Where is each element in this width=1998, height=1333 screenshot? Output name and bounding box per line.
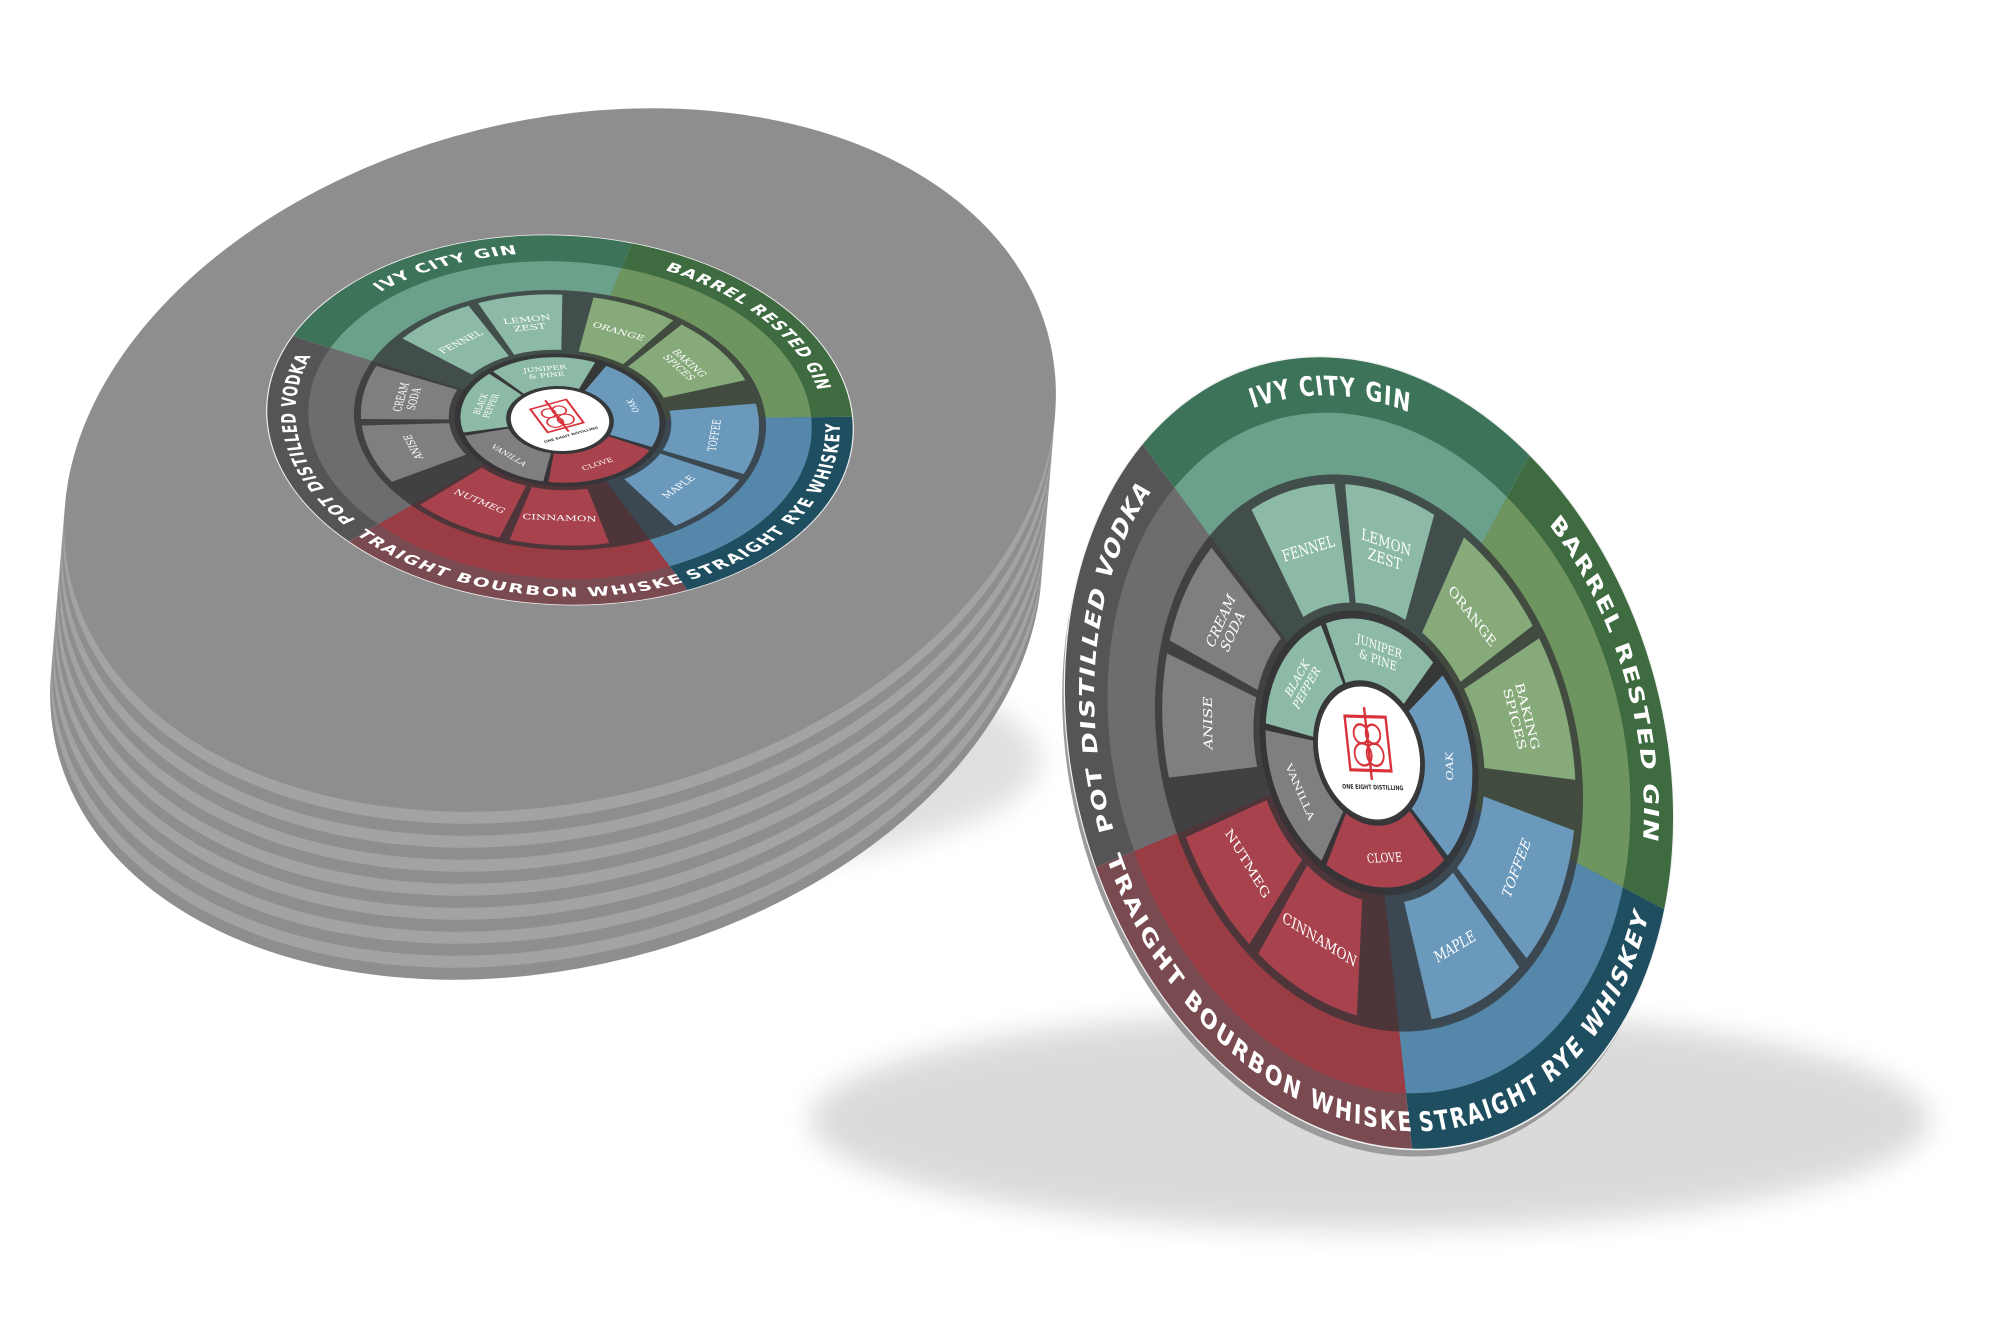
back-inner-note-wedge [492, 357, 596, 394]
front-outer-note-wedge [1403, 872, 1520, 1020]
back-outer-note-label: TOFFEE [706, 419, 725, 452]
front-outer-note-label: ANISE [1201, 695, 1216, 752]
front-outer-note-wedge [1169, 547, 1281, 691]
front-inner-note-wedge [1326, 810, 1445, 888]
back-outer-note-label: LEMONZEST [502, 313, 555, 334]
front-outer-note-wedge [1422, 537, 1533, 682]
back-inner-note-wedge [460, 373, 522, 433]
front-outer-note-wedge [1258, 865, 1363, 1016]
front-brand-logo: ONE EIGHT DISTILLING [1342, 707, 1404, 793]
front-outer-note-wedge [1185, 800, 1303, 945]
back-outer-note-label: CINNAMON [522, 513, 597, 524]
front-inner-note-wedge [1408, 675, 1473, 856]
back-outer-note-wedge [361, 423, 466, 482]
back-inner-note-wedge [585, 365, 660, 448]
back-inner-note-label: JUNIPER& PINE [521, 363, 570, 380]
front-outer-note-wedge [1345, 484, 1435, 620]
front-inner-note-wedge [1265, 730, 1344, 861]
back-outer-note-wedge [420, 467, 527, 538]
front-outer-note-wedge [1162, 653, 1258, 778]
back-inner-note-wedge [464, 428, 551, 482]
front-inner-note-label: OAK [1444, 750, 1456, 781]
back-inner-note-wedge [548, 436, 650, 483]
front-brand-name: ONE EIGHT DISTILLING [1342, 784, 1404, 792]
front-outer-note-wedge [1464, 638, 1576, 780]
front-inner-note-wedge [1325, 618, 1434, 705]
back-outer-note-wedge [509, 486, 610, 546]
front-inner-note-label: CLOVE [1366, 850, 1403, 866]
back-outer-note-wedge [402, 305, 509, 375]
front-inner-note-wedge [1265, 625, 1344, 737]
back-outer-note-wedge [662, 403, 760, 475]
back-outer-note-wedge [578, 297, 674, 365]
front-outer-note-wedge [1457, 796, 1575, 959]
back-outer-note-wedge [478, 294, 563, 355]
back-outer-note-wedge [360, 365, 458, 420]
back-outer-note-wedge [627, 324, 746, 398]
front-outer-note-wedge [1251, 483, 1350, 618]
back-outer-note-wedge [624, 453, 740, 526]
